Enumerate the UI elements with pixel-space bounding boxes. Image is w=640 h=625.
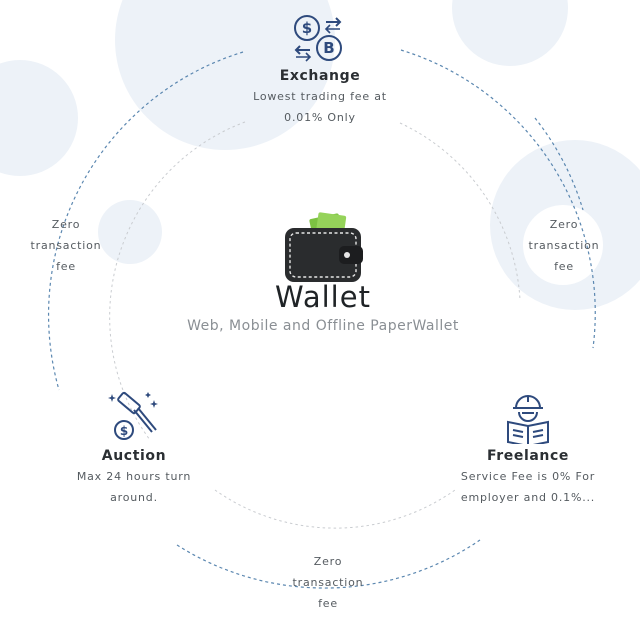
outer-ring: [48, 49, 596, 589]
feature-exchange: $ B Exchange Lowest trading fee at 0.01%…: [232, 12, 408, 128]
svg-text:$: $: [120, 424, 128, 438]
zero-fee-line: Zero: [51, 218, 81, 231]
feature-freelance: Freelance Service Fee is 0% For employer…: [452, 392, 604, 508]
zero-fee-line: fee: [56, 260, 76, 273]
feature-auction-desc-line: Max 24 hours turn: [76, 470, 192, 483]
freelancer-worker-icon: [507, 395, 549, 444]
zero-fee-bottom: Zero transaction fee: [282, 551, 374, 614]
svg-text:B: B: [323, 39, 334, 57]
zero-fee-line: Zero: [549, 218, 579, 231]
zero-fee-line: Zero: [313, 555, 343, 568]
feature-freelance-desc-line: employer and 0.1%...: [460, 491, 596, 504]
svg-text:$: $: [302, 19, 312, 37]
zero-fee-left: Zero transaction fee: [20, 214, 112, 277]
zero-fee-line: transaction: [30, 239, 102, 252]
zero-fee-line: transaction: [292, 576, 364, 589]
feature-exchange-desc: Lowest trading fee at 0.01% Only: [232, 86, 408, 128]
feature-auction-desc-line: around.: [110, 491, 158, 504]
zero-fee-right: Zero transaction fee: [518, 214, 610, 277]
feature-auction-title: Auction: [101, 448, 167, 464]
wallet-subtitle: Web, Mobile and Offline PaperWallet: [187, 318, 459, 334]
wallet-title: Wallet: [275, 280, 371, 314]
bg-bubble: [115, 0, 335, 150]
feature-auction: $ Auction Max 24 hours turn around.: [64, 390, 204, 508]
wallet-center: Wallet Web, Mobile and Offline PaperWall…: [170, 212, 476, 334]
zero-fee-line: transaction: [528, 239, 600, 252]
feature-freelance-desc: Service Fee is 0% For employer and 0.1%.…: [452, 466, 604, 508]
feature-exchange-desc-line: 0.01% Only: [284, 111, 356, 124]
auction-gavel-icon: $: [108, 391, 158, 440]
bg-bubble: [98, 200, 162, 264]
bg-bubble: [452, 0, 568, 66]
currency-exchange-icon: $ B: [294, 15, 342, 62]
zero-fee-line: fee: [554, 260, 574, 273]
bg-bubble: [0, 60, 78, 176]
feature-freelance-title: Freelance: [487, 448, 569, 464]
wallet-icon: [285, 212, 363, 282]
feature-freelance-desc-line: Service Fee is 0% For: [460, 470, 596, 483]
zero-fee-line: fee: [318, 597, 338, 610]
bg-bubble: [523, 205, 603, 285]
feature-auction-desc: Max 24 hours turn around.: [64, 466, 204, 508]
feature-exchange-title: Exchange: [279, 68, 361, 84]
inner-ring: [109, 121, 521, 529]
feature-exchange-desc-line: Lowest trading fee at: [253, 90, 387, 103]
